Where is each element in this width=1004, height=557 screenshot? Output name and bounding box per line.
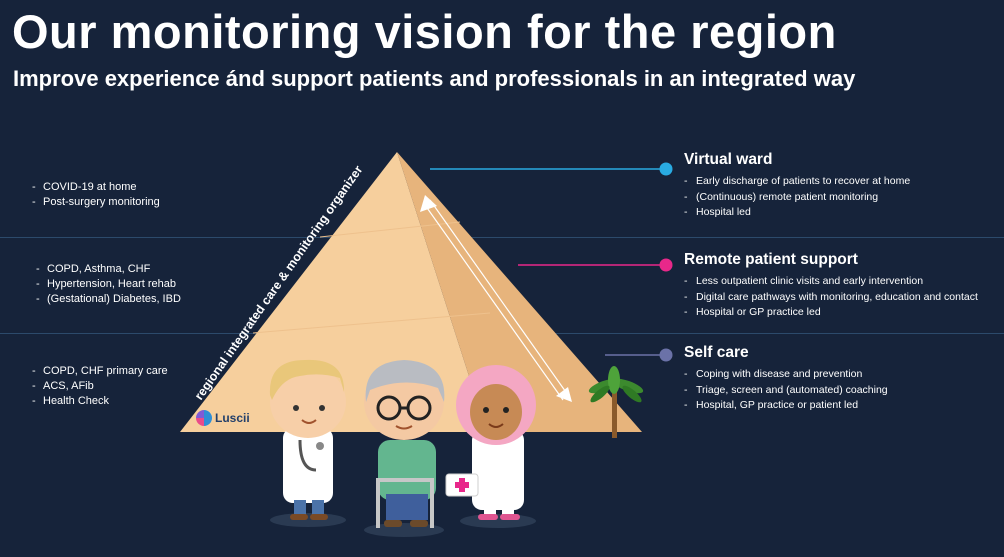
list-item: Health Check bbox=[32, 394, 168, 409]
list-item: ACS, AFib bbox=[32, 379, 168, 394]
remote-support-block: Remote patient support Less outpatient c… bbox=[684, 251, 978, 321]
nurse-illustration bbox=[445, 365, 536, 520]
list-item: Hospital, GP practice or patient led bbox=[684, 398, 888, 414]
palm-tree-icon bbox=[588, 366, 644, 438]
page-subtitle: Improve experience ánd support patients … bbox=[13, 66, 856, 91]
list-item: Hospital or GP practice led bbox=[684, 305, 978, 321]
list-item: COVID-19 at home bbox=[32, 180, 160, 195]
list-item: Hypertension, Heart rehab bbox=[36, 277, 181, 292]
arrow-line-outer bbox=[429, 199, 569, 396]
luscii-logo-icon bbox=[196, 410, 212, 426]
virtual-ward-title: Virtual ward bbox=[684, 151, 773, 168]
list-item: COPD, CHF primary care bbox=[32, 364, 168, 379]
list-item: Coping with disease and prevention bbox=[684, 367, 888, 383]
luscii-logo: Luscii bbox=[196, 410, 250, 426]
pyramid-band-1 bbox=[319, 221, 461, 238]
list-item: Triage, screen and (automated) coaching bbox=[684, 383, 888, 399]
remote-support-dot bbox=[659, 258, 673, 272]
remote-support-details: Less outpatient clinic visits and early … bbox=[684, 274, 978, 321]
list-item: COPD, Asthma, CHF bbox=[36, 262, 181, 277]
nurse-shadow bbox=[460, 514, 536, 528]
luscii-logo-text: Luscii bbox=[215, 411, 250, 425]
list-item: Digital care pathways with monitoring, e… bbox=[684, 290, 978, 306]
arrow-head-top bbox=[420, 195, 437, 212]
page-title: Our monitoring vision for the region bbox=[12, 5, 837, 58]
arrow-line-inner bbox=[424, 204, 564, 401]
list-item: Early discharge of patients to recover a… bbox=[684, 174, 910, 190]
virtual-ward-details: Early discharge of patients to recover a… bbox=[684, 174, 910, 221]
tier-divider-1 bbox=[0, 237, 1004, 238]
doctor-illustration bbox=[269, 359, 346, 520]
list-item: Post-surgery monitoring bbox=[32, 195, 160, 210]
list-item: Less outpatient clinic visits and early … bbox=[684, 274, 978, 290]
remote-support-use-cases: COPD, Asthma, CHF Hypertension, Heart re… bbox=[36, 262, 181, 307]
virtual-ward-use-cases: COVID-19 at home Post-surgery monitoring bbox=[32, 180, 160, 210]
virtual-ward-dot bbox=[659, 162, 673, 176]
list-item: Hospital led bbox=[684, 205, 910, 221]
doctor-shadow bbox=[270, 513, 346, 527]
patient-illustration bbox=[364, 360, 445, 528]
arrow-head-bottom bbox=[556, 387, 572, 402]
self-care-details: Coping with disease and prevention Triag… bbox=[684, 367, 888, 414]
list-item: (Gestational) Diabetes, IBD bbox=[36, 292, 181, 307]
self-care-dot bbox=[659, 348, 673, 362]
remote-support-title: Remote patient support bbox=[684, 251, 858, 268]
self-care-use-cases: COPD, CHF primary care ACS, AFib Health … bbox=[32, 364, 168, 409]
self-care-title: Self care bbox=[684, 344, 749, 361]
list-item: (Continuous) remote patient monitoring bbox=[684, 190, 910, 206]
self-care-block: Self care Coping with disease and preven… bbox=[684, 344, 888, 414]
pyramid-band-2 bbox=[252, 312, 491, 334]
virtual-ward-block: Virtual ward Early discharge of patients… bbox=[684, 151, 910, 221]
